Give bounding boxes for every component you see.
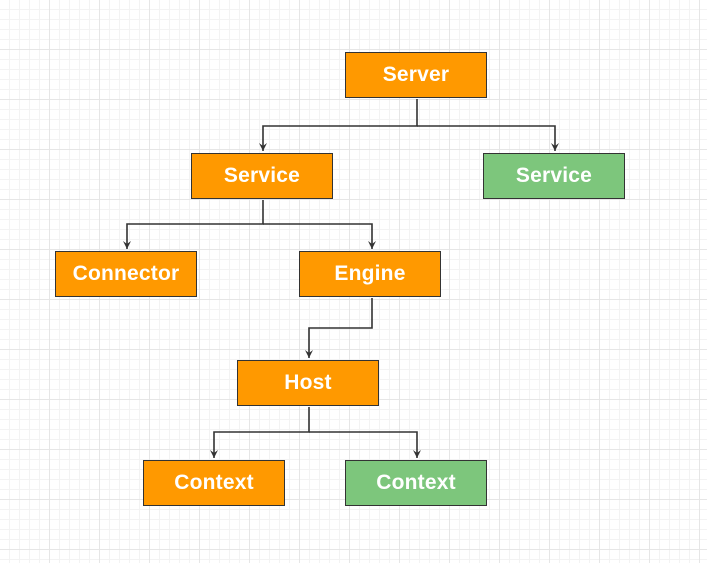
- edge-service-to-engine: [263, 223, 376, 249]
- edge-engine-to-host: [305, 298, 373, 358]
- edge-server-to-service-other: [417, 125, 559, 151]
- server-node[interactable]: Server: [345, 52, 487, 98]
- edge-host-to-context-main: [210, 407, 310, 458]
- context-other-node[interactable]: Context: [345, 460, 487, 506]
- engine-node[interactable]: Engine: [299, 251, 441, 297]
- context-main-node[interactable]: Context: [143, 460, 285, 506]
- service-other-node[interactable]: Service: [483, 153, 625, 199]
- connector-node[interactable]: Connector: [55, 251, 197, 297]
- edge-service-to-connector: [123, 200, 264, 249]
- edge-server-to-service-main: [259, 99, 418, 151]
- edge-host-to-context-other: [309, 431, 421, 458]
- service-main-node[interactable]: Service: [191, 153, 333, 199]
- host-node[interactable]: Host: [237, 360, 379, 406]
